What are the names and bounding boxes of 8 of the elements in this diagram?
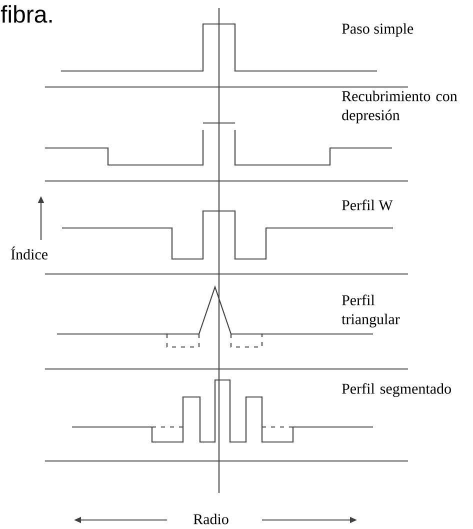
profile-label: Paso simple — [342, 23, 414, 37]
profile-label: Recubrimiento con depresión — [342, 90, 458, 124]
axis-label: Radio — [194, 514, 228, 524]
profile-label: Perfil triangular — [342, 294, 400, 328]
profile-label: Perfil W — [342, 200, 393, 210]
title-text: fibra. — [0, 5, 52, 23]
axis-label: Índice — [11, 246, 48, 260]
profile-label: Perfil segmentado — [342, 383, 451, 397]
